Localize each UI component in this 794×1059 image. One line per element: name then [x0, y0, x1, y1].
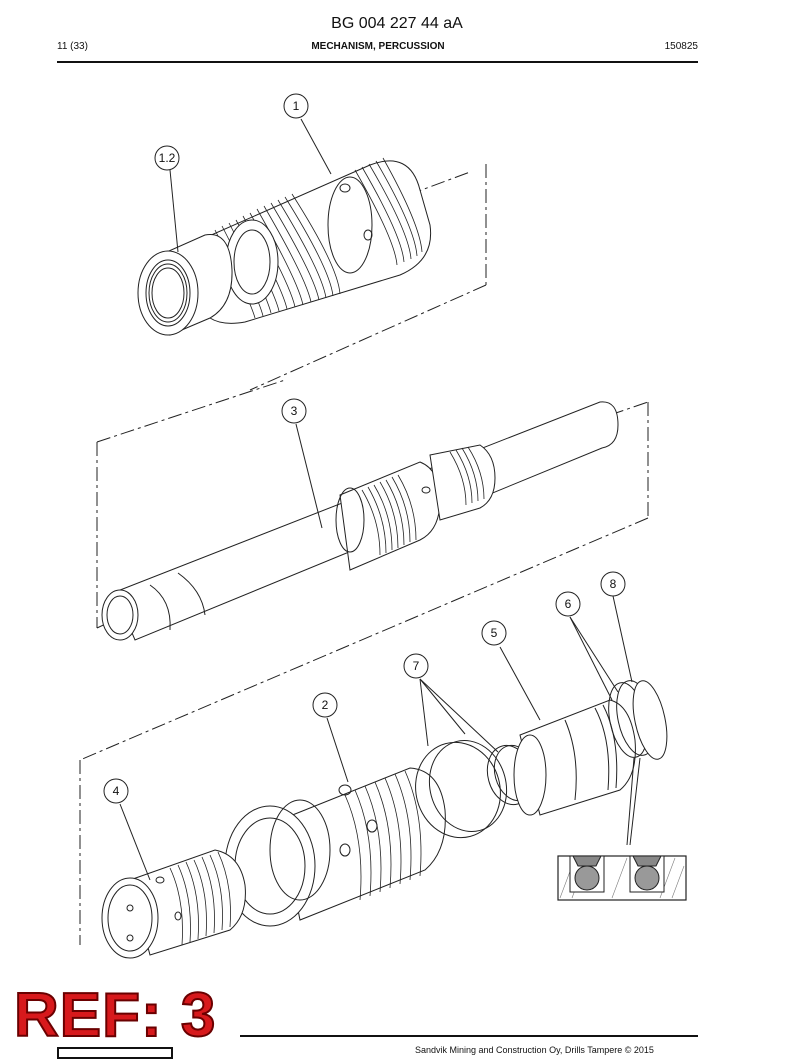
- svg-text:4: 4: [113, 784, 120, 798]
- header-rule: [57, 61, 698, 63]
- callout-3: 3: [281, 398, 307, 424]
- part-3-shaft: [79, 379, 649, 761]
- svg-text:1: 1: [293, 99, 300, 113]
- doc-number: BG 004 227 44 aA: [331, 15, 463, 32]
- svg-text:1.2: 1.2: [159, 151, 176, 165]
- page-ref: 11 (33): [57, 41, 88, 52]
- part-5-piston: [513, 699, 636, 816]
- part-4-sleeve: [101, 849, 246, 959]
- callout-1: 1: [283, 93, 309, 119]
- svg-text:8: 8: [610, 577, 617, 591]
- part-1-housing: [137, 157, 487, 391]
- svg-text:3: 3: [291, 404, 298, 418]
- callout-2: 2: [312, 692, 338, 718]
- seal-section-detail: [557, 855, 687, 901]
- svg-text:2: 2: [322, 698, 329, 712]
- callout-5: 5: [481, 620, 507, 646]
- footer-rule: [240, 1035, 698, 1037]
- callout-7: 7: [403, 653, 429, 679]
- callout-6: 6: [555, 591, 581, 617]
- svg-text:7: 7: [413, 659, 420, 673]
- part-2-cylinder: [79, 760, 446, 945]
- part-6-8-rings: [608, 680, 668, 760]
- footer-copyright: Sandvik Mining and Construction Oy, Dril…: [415, 1045, 654, 1055]
- section-title: MECHANISM, PERCUSSION: [311, 41, 445, 52]
- ref-label: REF: 3: [13, 981, 217, 1050]
- callout-1-2: 1.2: [154, 145, 180, 171]
- svg-text:5: 5: [491, 626, 498, 640]
- callout-4: 4: [103, 778, 129, 804]
- callout-8: 8: [600, 571, 626, 597]
- svg-text:6: 6: [565, 597, 572, 611]
- leader-lines: [119, 118, 641, 881]
- doc-date: 150825: [664, 41, 698, 52]
